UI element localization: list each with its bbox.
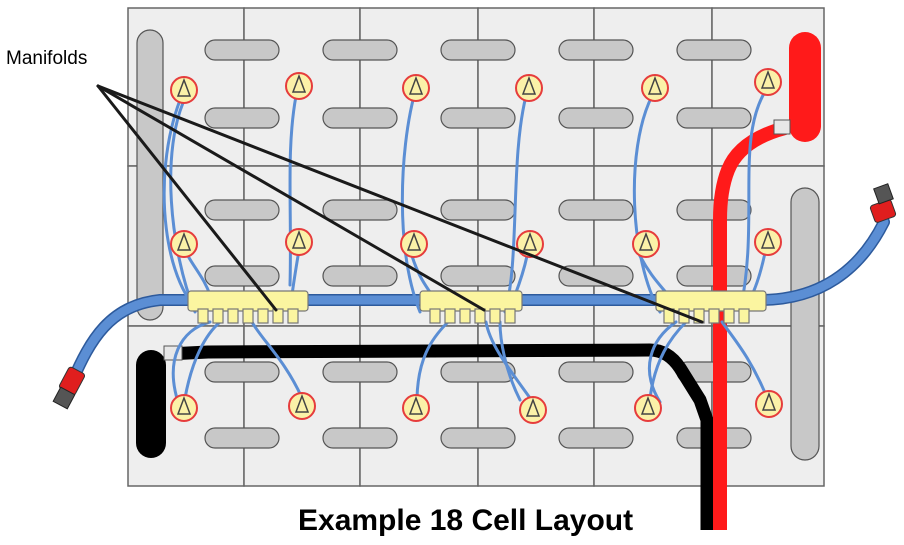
vent-port — [288, 392, 316, 420]
bar — [558, 361, 634, 383]
bar — [322, 427, 398, 449]
manifolds-label: Manifolds — [6, 48, 88, 69]
tube — [647, 320, 678, 404]
bar — [322, 199, 398, 221]
callout-lines — [96, 84, 704, 324]
bar — [440, 427, 516, 449]
tube — [720, 320, 770, 402]
tube — [738, 88, 768, 314]
bar — [322, 265, 398, 287]
vent-port — [641, 74, 669, 102]
vent-port — [634, 394, 662, 422]
vent-port — [516, 230, 544, 258]
bar — [204, 107, 280, 129]
bar — [322, 39, 398, 61]
callout-line-manifold-2 — [96, 84, 486, 312]
vent-port — [755, 390, 783, 418]
tube — [415, 320, 450, 400]
bar — [440, 361, 516, 383]
vent-port — [170, 76, 198, 104]
vent-ports — [170, 68, 783, 424]
bar — [558, 107, 634, 129]
bar — [558, 39, 634, 61]
bar — [558, 427, 634, 449]
vent-port — [402, 394, 430, 422]
red-cable-end — [789, 32, 821, 142]
hose-fitting-right — [869, 183, 897, 223]
red-cable-run — [713, 121, 787, 530]
tube — [183, 320, 222, 400]
bar — [440, 39, 516, 61]
red-cable-connector — [773, 119, 791, 135]
bar — [440, 107, 516, 129]
end-terminal-right — [790, 187, 820, 461]
black-cable-end — [136, 350, 166, 458]
vent-port — [515, 74, 543, 102]
bar — [322, 361, 398, 383]
callout-line-manifold-1 — [96, 84, 278, 312]
vent-port — [285, 72, 313, 100]
vent-port — [754, 228, 782, 256]
tube — [498, 320, 522, 402]
bar — [204, 39, 280, 61]
bar — [204, 199, 280, 221]
vent-port — [400, 230, 428, 258]
vent-port — [632, 230, 660, 258]
vent-port — [402, 74, 430, 102]
vent-port — [519, 396, 547, 424]
black-cable-run — [167, 343, 714, 530]
bar — [440, 265, 516, 287]
tube — [632, 94, 662, 314]
vent-port — [170, 230, 198, 258]
end-terminal-left — [136, 29, 164, 321]
tube — [400, 94, 422, 314]
callout-line-manifold-3 — [96, 84, 704, 324]
red-cable — [713, 32, 821, 530]
vent-port — [170, 394, 198, 422]
vent-port — [754, 68, 782, 96]
manifold-3 — [655, 290, 767, 324]
tube — [171, 320, 212, 404]
bar — [440, 199, 516, 221]
hose-fitting-left — [52, 366, 86, 410]
diagram-title: Example 18 Cell Layout — [298, 504, 634, 537]
bar — [204, 361, 280, 383]
bar — [558, 265, 634, 287]
tube — [484, 320, 532, 400]
tube — [288, 94, 298, 287]
bar — [558, 199, 634, 221]
bar — [322, 107, 398, 129]
bar — [676, 107, 752, 129]
bar — [204, 427, 280, 449]
bar — [676, 39, 752, 61]
vent-port — [285, 228, 313, 256]
manifold-1 — [187, 290, 309, 324]
tube — [250, 320, 304, 400]
